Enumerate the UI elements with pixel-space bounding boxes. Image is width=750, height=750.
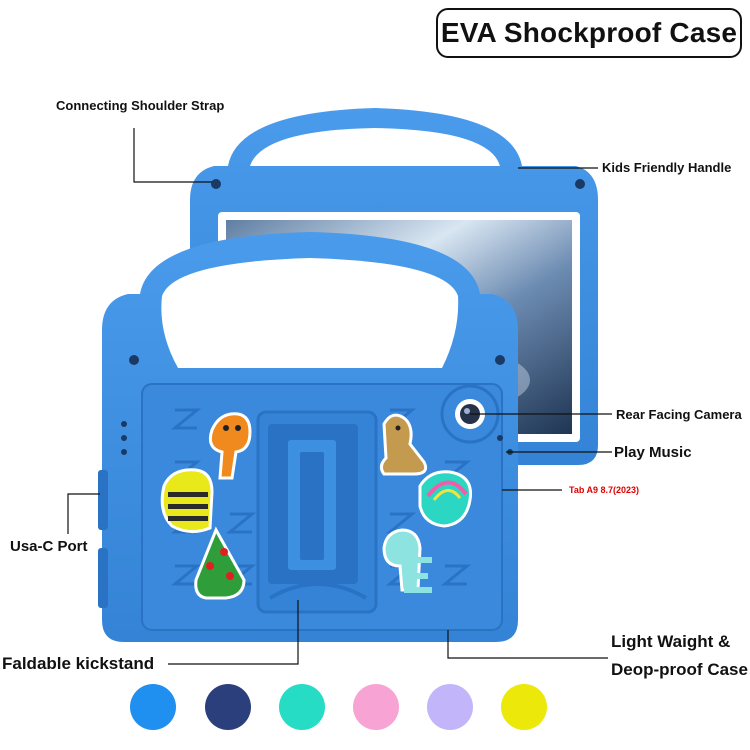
color-swatch-sky-blue[interactable] [130,684,176,730]
color-swatch-lavender[interactable] [427,684,473,730]
rainbow-sticker-icon [418,470,473,528]
fox-sticker-icon [208,412,252,480]
label-weight-line1: Light Waight & [611,632,731,651]
label-shoulder-strap: Connecting Shoulder Strap [56,98,225,113]
label-model: Tab A9 8.7(2023) [569,485,640,495]
color-swatch-mint[interactable] [279,684,325,730]
elephant-sticker-icon [382,528,432,593]
label-weight-line2: Deop-proof Case [611,660,748,679]
tree-sticker-icon [194,526,246,600]
strap-hole-icon [495,355,505,365]
color-swatch-yellow[interactable] [501,684,547,730]
strap-hole-icon [211,179,221,189]
label-music: Play Music [614,444,692,461]
label-usb-port: Usa-C Port [10,538,88,555]
color-swatch-navy[interactable] [205,684,251,730]
strap-hole-icon [575,179,585,189]
color-swatch-pink[interactable] [353,684,399,730]
rear-view-case [98,232,518,642]
kangaroo-sticker-icon [379,413,428,476]
speaker-dot-icon [497,435,503,441]
label-handle: Kids Friendly Handle [602,160,732,175]
page-title: EVA Shockproof Case [436,8,742,58]
label-camera: Rear Facing Camera [616,407,742,422]
label-kickstand: Faldable kickstand [2,654,155,673]
bee-sticker-icon [160,468,214,533]
callout-lines [67,128,612,665]
strap-hole-icon [129,355,139,365]
usb-port-cutout [98,470,108,530]
